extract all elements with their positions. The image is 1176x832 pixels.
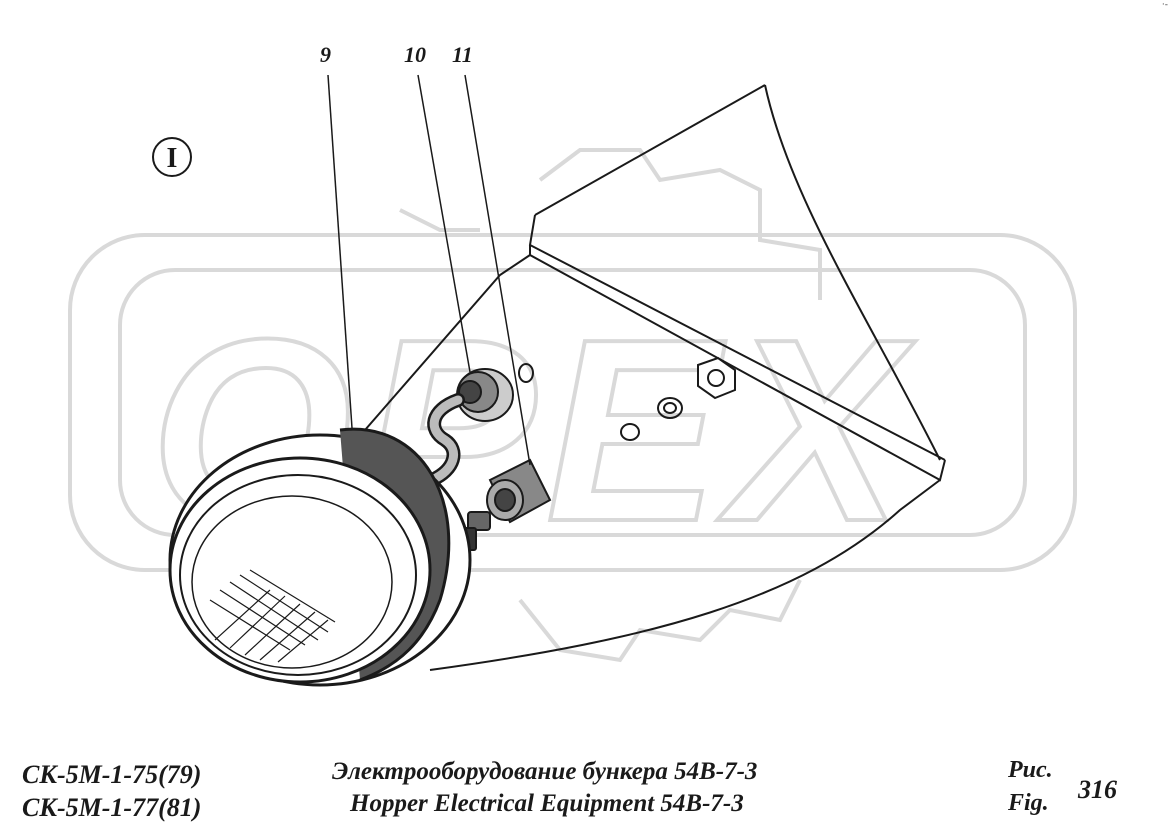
callout-10: 10 bbox=[404, 42, 426, 67]
hopper-panel bbox=[364, 84, 946, 671]
callout-9: 9 bbox=[320, 42, 331, 67]
hex-nut bbox=[697, 356, 736, 400]
lock-washer bbox=[657, 397, 683, 419]
watermark-gear bbox=[399, 148, 822, 663]
view-marker: I bbox=[152, 137, 192, 177]
technical-drawing: OPEX bbox=[68, 42, 1077, 687]
model-code-1: СК-5М-1-75(79) bbox=[22, 760, 202, 789]
cap-nut bbox=[486, 458, 552, 524]
mounting-hole-small bbox=[518, 363, 534, 383]
watermark-badge bbox=[68, 233, 1077, 572]
corner-mark: ·- bbox=[1161, 0, 1168, 10]
lamp-lens-grid bbox=[209, 569, 336, 663]
model-code-2: СК-5М-1-77(81) bbox=[22, 793, 202, 822]
title-russian: Электрооборудование бункера 54В-7-3 bbox=[332, 758, 758, 785]
figure-label-russian: Рис. bbox=[1008, 757, 1053, 783]
figure-label-english: Fig. bbox=[1008, 790, 1049, 816]
mounting-hole bbox=[620, 423, 640, 441]
figure-number: 316 bbox=[1078, 775, 1117, 804]
leader-lines bbox=[327, 74, 531, 466]
title-english: Hopper Electrical Equipment 54В-7-3 bbox=[350, 790, 744, 817]
callout-11: 11 bbox=[452, 42, 473, 67]
view-marker-label: I bbox=[167, 143, 178, 174]
rubber-grommet bbox=[456, 368, 514, 422]
